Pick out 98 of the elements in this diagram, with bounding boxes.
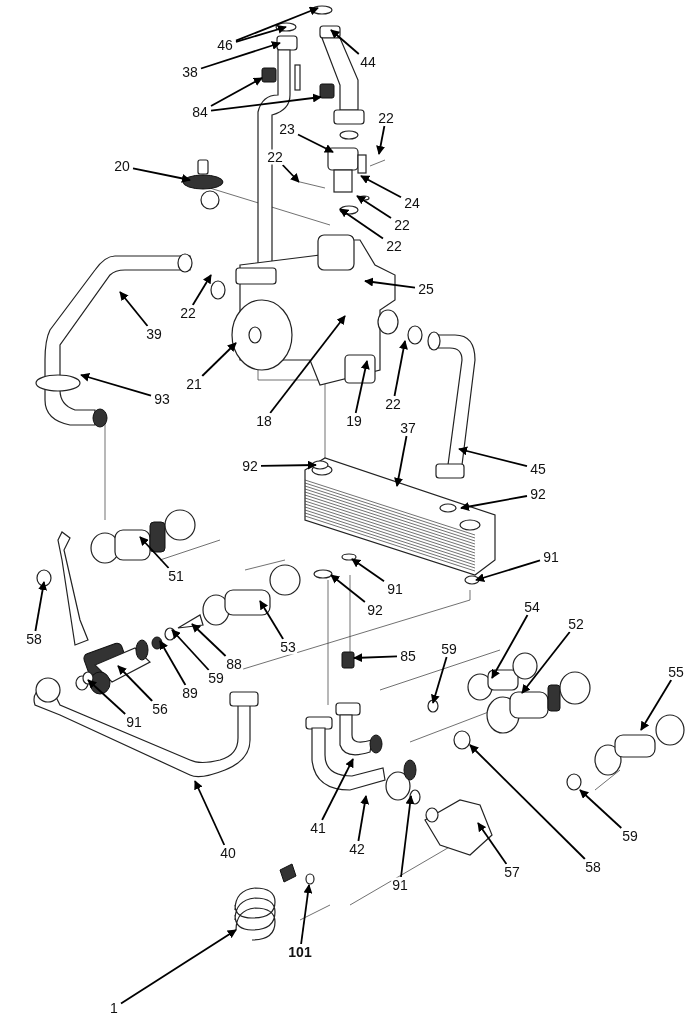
leader-line: [354, 360, 370, 414]
callout-number: 92: [241, 458, 259, 474]
callout-number: 91: [125, 714, 143, 730]
leader-line: [139, 536, 170, 569]
leader-line: [210, 77, 263, 107]
callout-number: 56: [151, 701, 169, 717]
callout-number: 91: [542, 549, 560, 565]
callout-number: 44: [359, 54, 377, 70]
leader-line: [117, 665, 154, 702]
leader-line: [376, 125, 386, 155]
callout-number: 39: [145, 326, 163, 342]
leader-line: [431, 656, 448, 704]
callout-number: 22: [266, 149, 284, 165]
leader-line: [491, 614, 529, 679]
callout-number: 18: [255, 413, 273, 429]
leader-line: [132, 167, 191, 183]
callout-number: 92: [529, 486, 547, 502]
leader-line: [260, 460, 317, 470]
callout-number: 20: [113, 158, 131, 174]
callout-number: 57: [503, 864, 521, 880]
callout-number: 59: [207, 670, 225, 686]
leader-line: [191, 274, 212, 306]
leader-line: [235, 6, 319, 42]
callout-number: 58: [25, 631, 43, 647]
callout-number: 19: [345, 413, 363, 429]
callout-number: 21: [185, 376, 203, 392]
callout-number: 51: [167, 568, 185, 584]
callout-number: 59: [440, 641, 458, 657]
leader-line: [521, 631, 571, 694]
callout-number: 91: [386, 581, 404, 597]
leader-line: [460, 495, 528, 511]
leader-line: [281, 164, 300, 183]
leader-line: [469, 744, 586, 860]
callout-number: 52: [567, 616, 585, 632]
leader-line: [364, 277, 416, 289]
leader-line: [269, 315, 346, 414]
leader-line: [579, 789, 623, 829]
leader-line: [159, 640, 187, 686]
leader-line: [235, 25, 287, 43]
leader-line: [640, 679, 673, 731]
callout-number: 37: [399, 420, 417, 436]
callout-number: 45: [529, 461, 547, 477]
leader-line: [87, 679, 127, 715]
leader-line: [297, 133, 334, 153]
leader-line: [394, 435, 408, 487]
leader-line: [360, 175, 402, 199]
leader-line: [351, 558, 385, 583]
leader-line: [259, 600, 284, 640]
callout-number: 22: [393, 217, 411, 233]
callout-number: 85: [399, 648, 417, 664]
callout-number: 40: [219, 845, 237, 861]
callout-number: 59: [621, 828, 639, 844]
callout-number: 1: [109, 1000, 119, 1016]
callout-number: 41: [309, 820, 327, 836]
leader-line: [393, 340, 408, 397]
leader-line: [200, 41, 281, 70]
leader-line: [120, 929, 237, 1005]
leader-line: [171, 629, 210, 671]
callout-number: 53: [279, 639, 297, 655]
callout-number: 92: [366, 602, 384, 618]
leader-line: [400, 795, 415, 878]
callout-number: 38: [181, 64, 199, 80]
leader-line: [321, 758, 354, 821]
leader-line: [119, 291, 149, 327]
leader-line: [339, 208, 384, 240]
leader-line: [357, 795, 370, 842]
callout-number: 54: [523, 599, 541, 615]
callout-number: 84: [191, 104, 209, 120]
callout-number: 22: [179, 305, 197, 321]
leader-line: [300, 884, 313, 945]
callout-number: 89: [181, 685, 199, 701]
leader-line: [210, 93, 322, 112]
callout-number: 88: [225, 656, 243, 672]
leader-line: [201, 342, 237, 377]
callout-number: 24: [403, 195, 421, 211]
leader-line: [34, 581, 48, 632]
callout-number: 25: [417, 281, 435, 297]
callout-number: 42: [348, 841, 366, 857]
callout-number: 55: [667, 664, 685, 680]
callout-number: 101: [287, 944, 313, 960]
leader-line: [356, 195, 392, 219]
callout-number: 22: [385, 238, 403, 254]
leader-line: [477, 822, 508, 865]
leader-line: [330, 574, 366, 603]
leader-line: [80, 373, 152, 397]
leader-line: [353, 653, 398, 663]
callout-number: 23: [278, 121, 296, 137]
callout-number: 93: [153, 391, 171, 407]
callout-number: 58: [584, 859, 602, 875]
callout-number: 46: [216, 37, 234, 53]
leader-line: [475, 559, 541, 582]
callout-number: 91: [391, 877, 409, 893]
callout-number: 22: [384, 396, 402, 412]
callout-number: 22: [377, 110, 395, 126]
leader-line: [458, 446, 528, 468]
leader-line: [194, 780, 226, 846]
leader-line: [191, 623, 227, 657]
leader-line: [330, 29, 360, 55]
